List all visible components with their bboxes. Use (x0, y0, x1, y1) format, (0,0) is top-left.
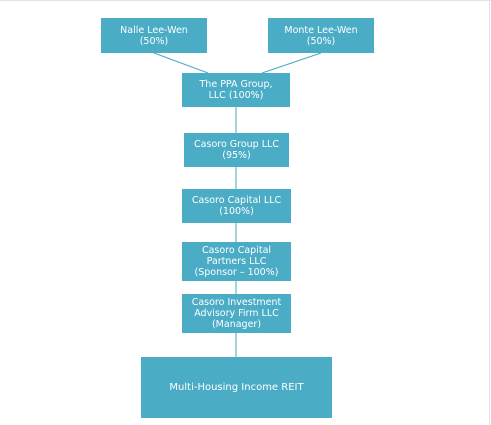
entity-casoro-capital-detail: (100%) (219, 206, 254, 217)
entity-casoro-capital: Casoro Capital LLC (100%) (182, 189, 291, 223)
entity-ppa-group: The PPA Group, LLC (100%) (182, 73, 290, 107)
entity-casoro-capital-name: Casoro Capital LLC (191, 195, 282, 206)
entity-casoro-capital-text: Casoro Capital LLC (100%) (192, 195, 281, 217)
entity-casoro-capital-partners-detail: (Sponsor – 100%) (194, 267, 279, 278)
owner-nalle-name: Nalle Lee-Wen (120, 24, 188, 36)
owner-monte-text: Monte Lee-Wen (50%) (284, 25, 357, 47)
owner-nalle-lee-wen: Nalle Lee-Wen (50%) (101, 18, 207, 53)
entity-reit-name: Multi-Housing Income REIT (169, 382, 304, 393)
connector-monte-to-ppa (261, 52, 322, 74)
entity-ppa-group-detail: LLC (100%) (208, 90, 264, 101)
frame-top-border (0, 0, 491, 1)
entity-casoro-capital-partners-text: Casoro Capital Partners LLC (Sponsor – 1… (195, 245, 279, 278)
entity-casoro-group-name: Casoro Group LLC (194, 139, 279, 150)
owner-monte-lee-wen: Monte Lee-Wen (50%) (268, 18, 374, 53)
owner-monte-name: Monte Lee-Wen (284, 24, 358, 36)
entity-casoro-group-detail: (95%) (222, 150, 251, 161)
entity-casoro-investment-advisory-detail: (Manager) (211, 319, 262, 330)
owner-monte-share: (50%) (306, 35, 336, 47)
entity-casoro-investment-advisory: Casoro Investment Advisory Firm LLC (Man… (182, 294, 291, 333)
owner-nalle-text: Nalle Lee-Wen (50%) (120, 25, 188, 47)
entity-casoro-investment-advisory-text: Casoro Investment Advisory Firm LLC (Man… (192, 297, 282, 330)
entity-casoro-capital-partners: Casoro Capital Partners LLC (Sponsor – 1… (182, 242, 291, 281)
entity-casoro-group-text: Casoro Group LLC (95%) (194, 139, 279, 161)
frame-right-border (489, 0, 490, 425)
entity-casoro-group: Casoro Group LLC (95%) (184, 133, 289, 167)
connector-nalle-to-ppa (153, 52, 209, 74)
owner-nalle-share: (50%) (139, 35, 169, 47)
entity-multi-housing-income-reit: Multi-Housing Income REIT (141, 357, 332, 418)
entity-casoro-investment-advisory-name: Casoro Investment Advisory Firm LLC (191, 297, 282, 319)
entity-casoro-capital-partners-name: Casoro Capital Partners LLC (201, 245, 272, 267)
entity-ppa-group-text: The PPA Group, LLC (100%) (200, 79, 273, 101)
entity-ppa-group-name: The PPA Group, (199, 79, 273, 90)
